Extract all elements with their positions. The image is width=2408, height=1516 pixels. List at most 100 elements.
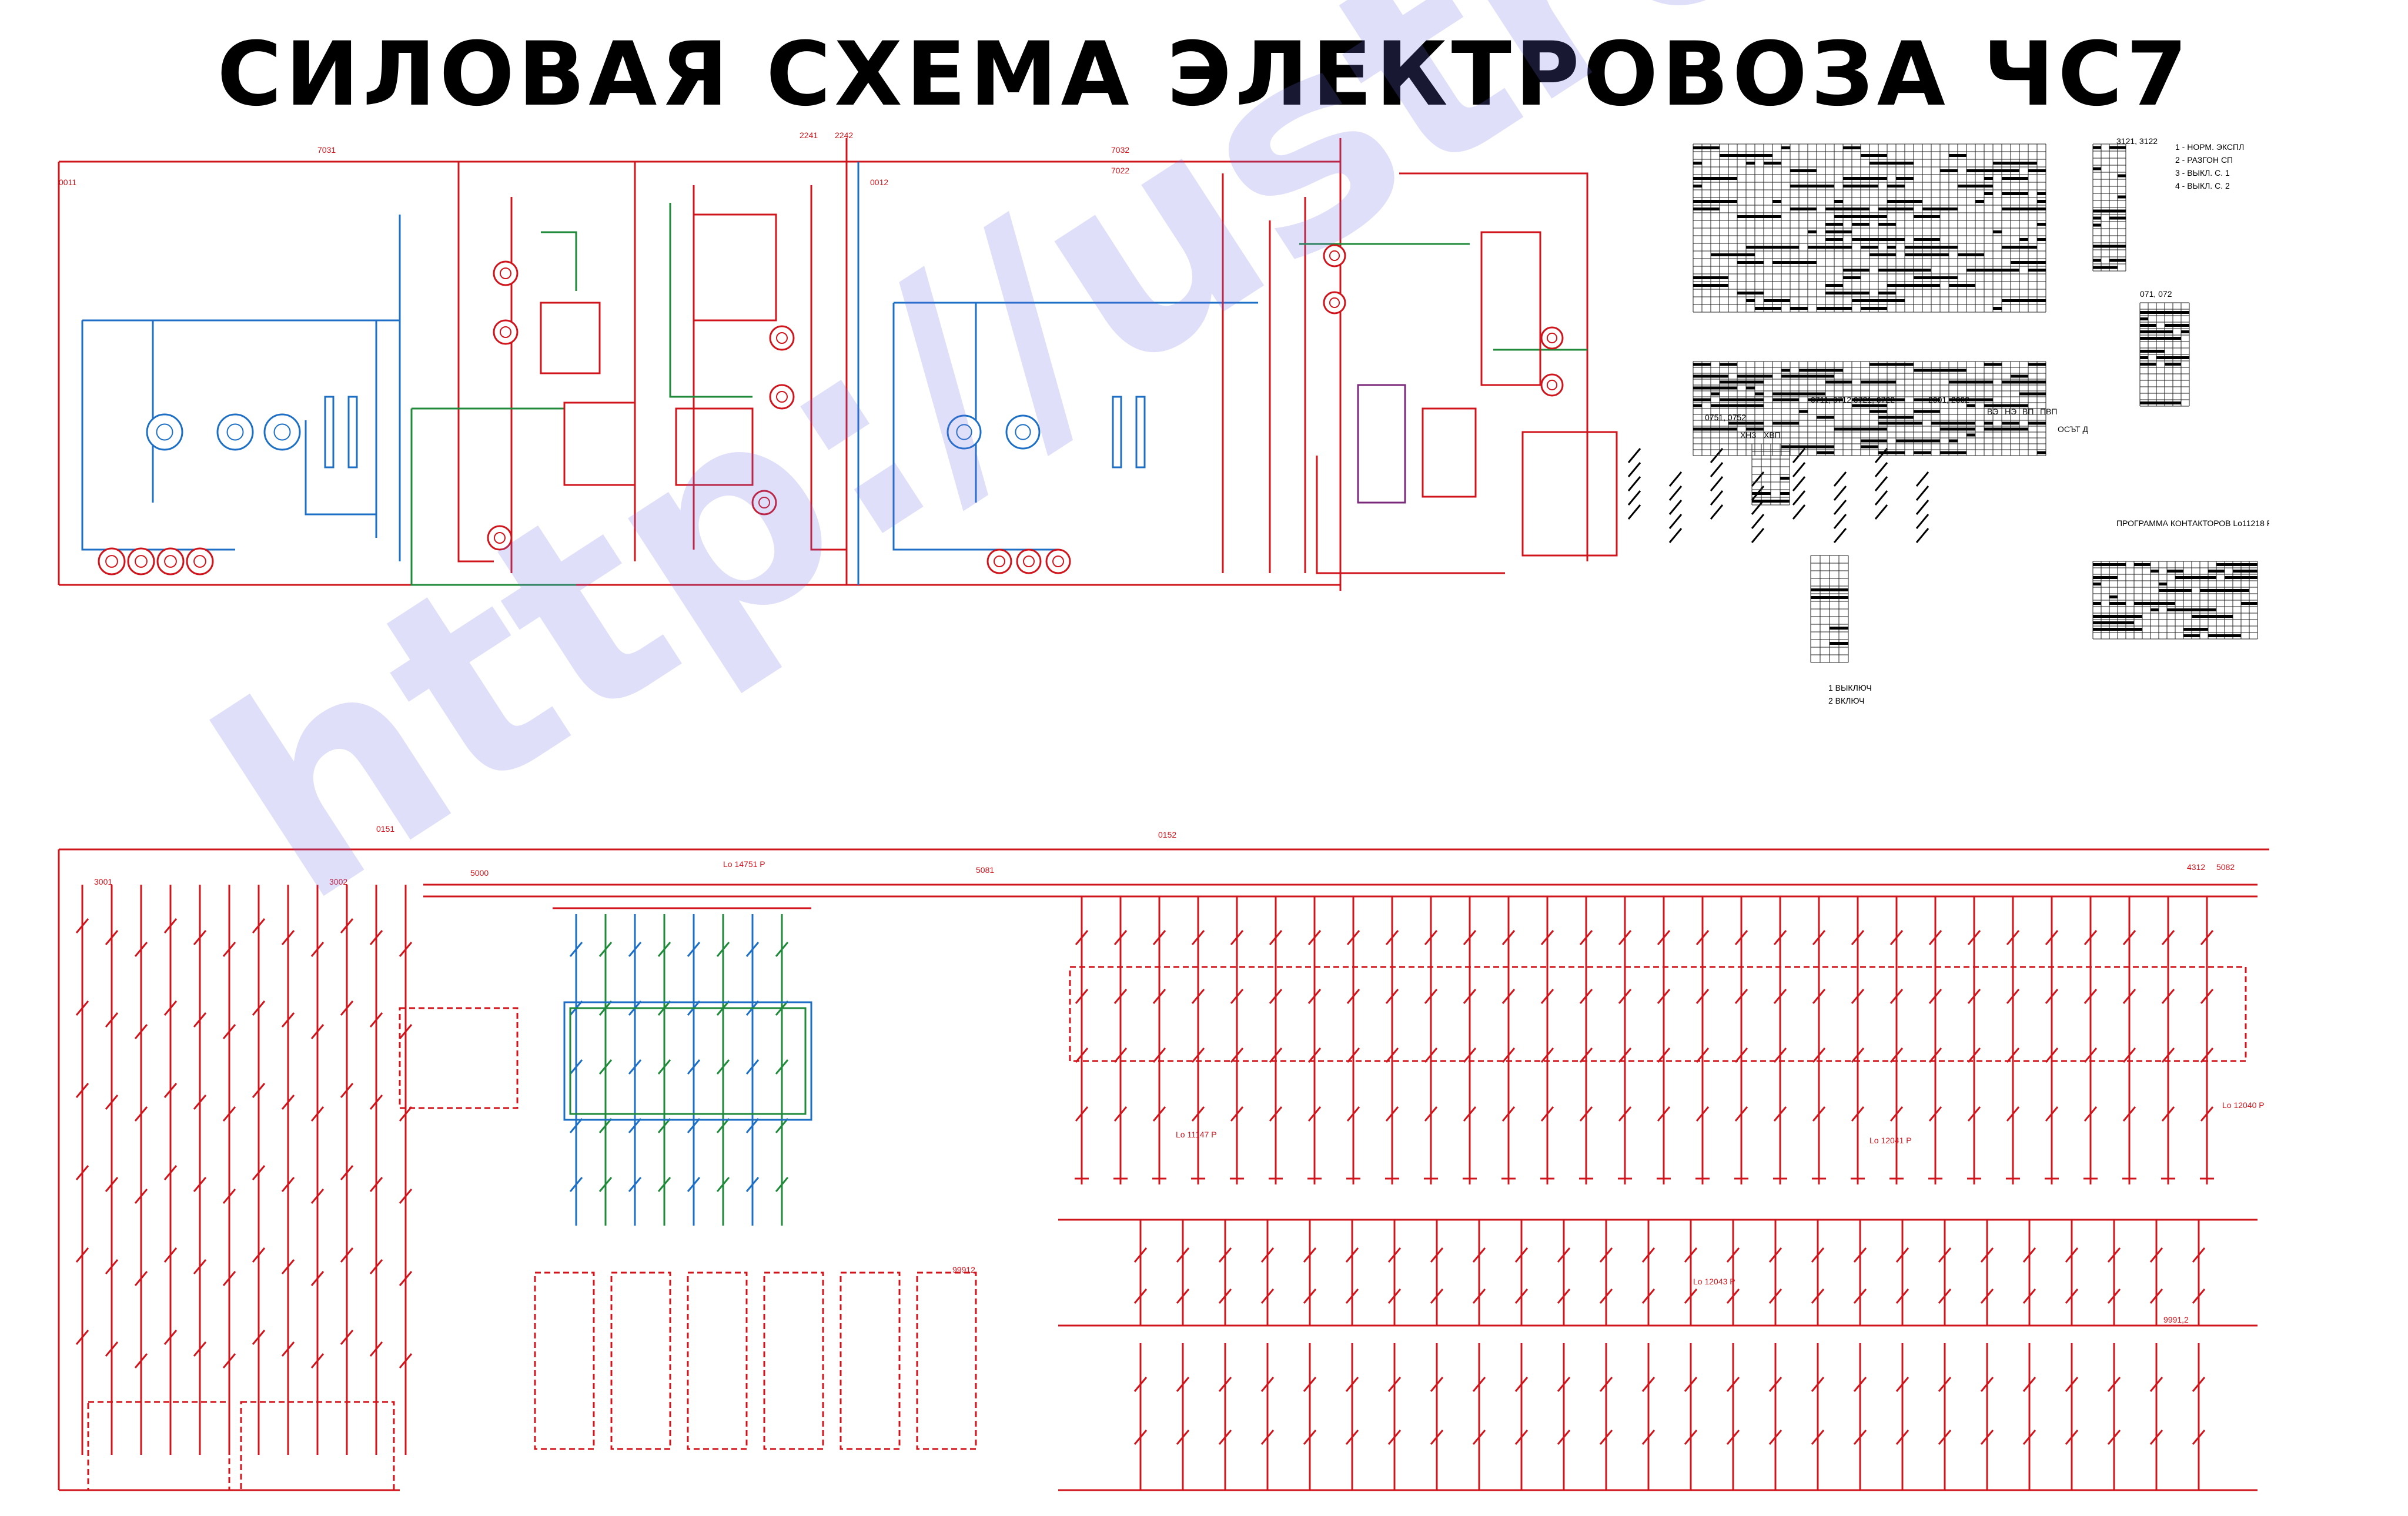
- switch-contact: [2065, 1247, 2079, 1263]
- switch-contact: [399, 1189, 413, 1204]
- schematic-label: Lo 12043 Р: [1693, 1277, 1735, 1286]
- switch-contact: [399, 1024, 413, 1039]
- switch-contact: [369, 1095, 383, 1110]
- motor-symbol: [751, 490, 777, 516]
- switch-contact: [281, 1177, 295, 1192]
- control-wire: [541, 231, 577, 291]
- schematic-label: 2001, 2002: [1928, 395, 1969, 404]
- switch-contact: [1430, 1247, 1444, 1263]
- motor-symbol: [263, 413, 301, 451]
- switch-contact: [193, 1012, 207, 1028]
- switch-contact: [281, 1259, 295, 1274]
- switch-contact: [2161, 989, 2175, 1004]
- switch-contact: [1734, 1048, 1748, 1063]
- switch-contact: [281, 1095, 295, 1110]
- switch-contact: [399, 942, 413, 957]
- motor-symbol: [186, 547, 214, 575]
- switch-contact: [2149, 1430, 2163, 1445]
- page-title: СИЛОВАЯ СХЕМА ЭЛЕКТРОВОЗА ЧС7: [217, 24, 2191, 126]
- mode-legend-item: 1 - НОРМ. ЭКСПЛ: [2175, 142, 2244, 152]
- switch-contact: [2192, 1377, 2206, 1392]
- switch-contact: [1133, 1377, 1148, 1392]
- switch-contact: [1967, 1048, 1981, 1063]
- switch-legend-item: 2 ВКЛЮЧ: [1828, 696, 1864, 705]
- schematic-label: 5081: [976, 865, 994, 875]
- switch-contact: [598, 1177, 613, 1192]
- switch-contact: [1618, 1048, 1632, 1063]
- resistor-symbol: [1135, 396, 1146, 468]
- switch-contact: [1424, 1106, 1438, 1122]
- switch-contact: [1773, 989, 1787, 1004]
- relay-block: [534, 1271, 595, 1450]
- switch-contact: [1472, 1247, 1486, 1263]
- switch-contact: [1811, 1289, 1825, 1304]
- switch-contact: [1695, 1048, 1710, 1063]
- switch-contact: [2022, 1377, 2036, 1392]
- switch-contact: [1627, 462, 1641, 477]
- switch-contact: [2149, 1289, 2163, 1304]
- traction-wire: [810, 185, 847, 551]
- switch-contact: [1599, 1377, 1613, 1392]
- switch-contact: [75, 918, 89, 933]
- switch-contact: [2200, 1048, 2214, 1063]
- switch-contact: [1345, 1289, 1359, 1304]
- switch-contact: [1307, 1048, 1322, 1063]
- switch-contact: [1668, 528, 1683, 543]
- switch-contact: [1540, 1048, 1554, 1063]
- switch-contact: [2065, 1377, 2079, 1392]
- schematic-label: 3001: [94, 877, 112, 886]
- switch-contact: [1768, 1430, 1782, 1445]
- contactor-block: [693, 213, 777, 322]
- switch-contact: [105, 1095, 119, 1110]
- switch-contact: [1514, 1247, 1529, 1263]
- switch-contact: [1811, 1247, 1825, 1263]
- switch-contact: [1230, 930, 1244, 945]
- switch-contact: [1657, 1048, 1671, 1063]
- switch-contact: [716, 1118, 730, 1133]
- switch-contact: [2161, 1048, 2175, 1063]
- switch-contact: [1133, 1289, 1148, 1304]
- switch-contact: [340, 918, 354, 933]
- switch-contact: [2200, 989, 2214, 1004]
- switch-contact: [1734, 1106, 1748, 1122]
- schematic-label: 0152: [1158, 830, 1176, 839]
- switch-contact: [1895, 1377, 1909, 1392]
- switch-contact: [1303, 1289, 1317, 1304]
- switch-contact: [1579, 930, 1593, 945]
- switch-contact: [222, 1024, 236, 1039]
- switch-contact: [1668, 500, 1683, 515]
- switch-contact: [569, 942, 583, 957]
- switch-contact: [1684, 1377, 1698, 1392]
- contactor-block: [675, 407, 754, 486]
- switch-contact: [1695, 930, 1710, 945]
- switch-contact: [1657, 1106, 1671, 1122]
- switch-contact: [1853, 1247, 1867, 1263]
- schematic-label: 3002: [329, 877, 347, 886]
- switch-contact: [2083, 930, 2098, 945]
- switch-contact: [1895, 1289, 1909, 1304]
- switch-contact: [745, 1059, 760, 1075]
- motor-rotor: [776, 391, 788, 403]
- switch-contact: [1874, 504, 1888, 520]
- schematic-label: 9991,2: [2163, 1315, 2189, 1324]
- relay-block: [87, 1401, 230, 1491]
- switch-contact: [340, 1165, 354, 1180]
- switch-contact: [1152, 1106, 1166, 1122]
- motor-symbol: [769, 384, 795, 410]
- switch-contact: [2122, 1048, 2136, 1063]
- switch-contact: [745, 1177, 760, 1192]
- switch-contact: [1833, 528, 1847, 543]
- switch-contact: [193, 1259, 207, 1274]
- contactor-block: [1521, 431, 1618, 557]
- switch-legend-item: 1 ВЫКЛЮЧ: [1828, 683, 1872, 692]
- schematic-label: ВП: [2022, 407, 2034, 416]
- switch-contact: [1792, 490, 1806, 506]
- switch-contact: [340, 1083, 354, 1098]
- switch-contact: [569, 1118, 583, 1133]
- switch-contact: [2107, 1289, 2121, 1304]
- switch-contact: [1627, 448, 1641, 463]
- control-wire: [410, 409, 576, 586]
- relay-block: [916, 1271, 977, 1450]
- switch-contact: [1641, 1289, 1656, 1304]
- motor-symbol: [156, 547, 185, 575]
